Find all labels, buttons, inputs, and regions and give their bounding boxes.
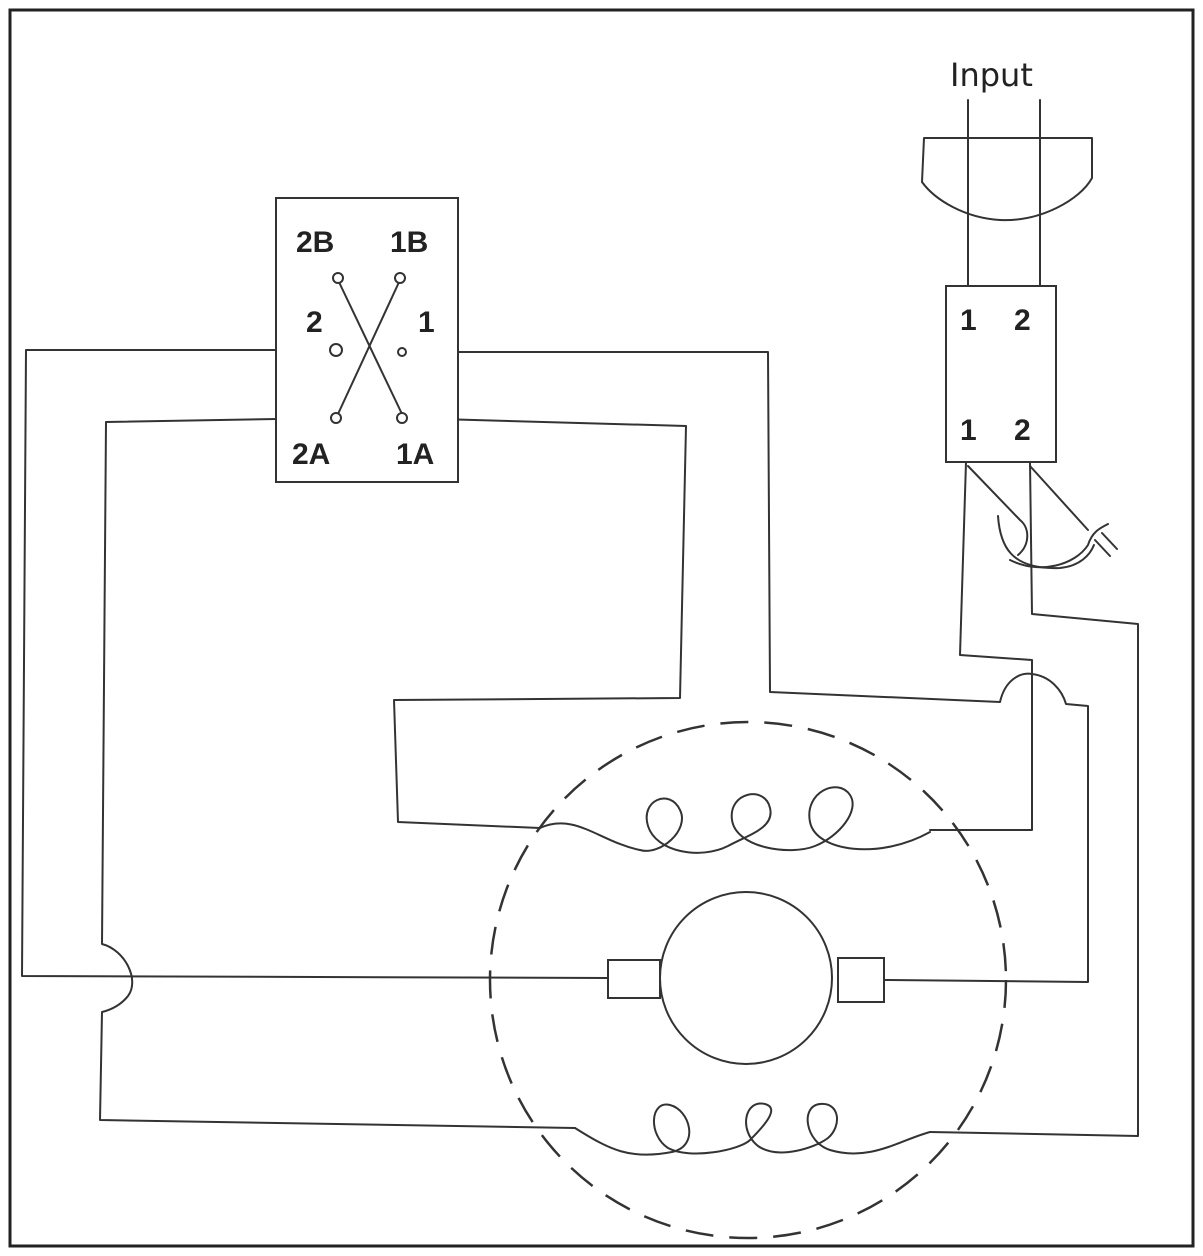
diagram-frame bbox=[8, 8, 1195, 1248]
switch-terminal-1b bbox=[394, 272, 406, 284]
terminal-label-top-2: 2 bbox=[1014, 304, 1031, 337]
terminal-label-top-1: 1 bbox=[960, 304, 977, 337]
input-label: Input bbox=[950, 56, 1033, 94]
switch-label-2a: 2A bbox=[292, 438, 330, 471]
terminal-label-bottom-1: 1 bbox=[960, 414, 977, 447]
wire-switch-1a-to-top-coil bbox=[393, 417, 687, 829]
wire-switch-2-to-left-brush bbox=[21, 349, 609, 979]
switch-label-1b: 1B bbox=[390, 226, 428, 259]
switch-terminal-2 bbox=[329, 343, 343, 357]
switch-label-1a: 1A bbox=[396, 438, 434, 471]
capacitor-loop bbox=[997, 515, 1095, 570]
brush-left bbox=[607, 959, 661, 999]
capacitor-symbol bbox=[1029, 465, 1118, 557]
switch-label-1: 1 bbox=[418, 306, 435, 339]
terminal-label-bottom-2: 2 bbox=[1014, 414, 1031, 447]
switch-terminal-2b bbox=[332, 272, 344, 284]
terminal-block bbox=[945, 285, 1057, 463]
armature bbox=[659, 891, 833, 1065]
switch-label-2b: 2B bbox=[296, 226, 334, 259]
wire-switch-2a-to-bottom-coil bbox=[99, 417, 576, 1129]
wire-terminal-1-down bbox=[929, 461, 1033, 831]
switch-terminal-2a bbox=[330, 412, 342, 424]
brush-right bbox=[837, 957, 885, 1003]
field-coil-bottom bbox=[574, 1102, 931, 1156]
field-coil-top bbox=[539, 786, 931, 854]
wire-terminal-2-to-bottom-coil bbox=[929, 461, 1139, 1137]
switch-terminal-1a bbox=[396, 412, 408, 424]
wire-capacitor bbox=[967, 465, 1109, 569]
input-plug bbox=[921, 137, 1093, 222]
switch-link-1b-2a bbox=[337, 279, 401, 415]
switch-label-2: 2 bbox=[306, 306, 323, 339]
switch-terminal-1 bbox=[397, 347, 407, 357]
motor-housing bbox=[488, 720, 1008, 1240]
